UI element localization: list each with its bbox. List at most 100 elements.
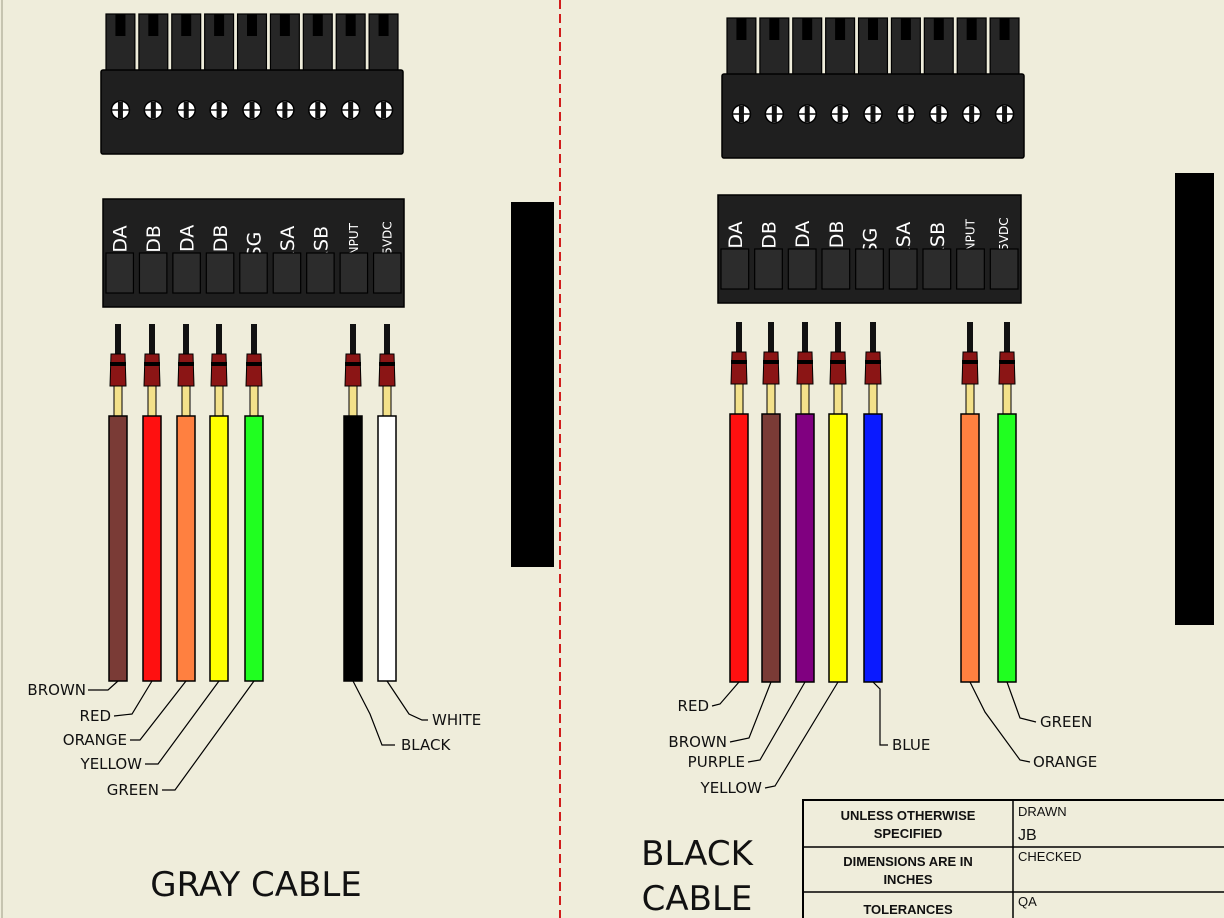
wire-sleeve [1002, 383, 1012, 415]
pin-socket [787, 248, 817, 290]
wire-pin [216, 324, 222, 354]
wire-sleeve [868, 383, 878, 415]
wire-sleeve [734, 383, 744, 415]
wire-label: GREEN [1040, 713, 1092, 731]
tb-checked-label: CHECKED [1018, 849, 1082, 864]
pin-label: SG [244, 232, 266, 259]
wire-ferrule [245, 353, 263, 387]
wire-insulation [244, 415, 264, 682]
wire-insulation [795, 413, 815, 683]
plug-slot [736, 18, 747, 40]
wire-sleeve [800, 383, 810, 415]
wire-pin [384, 324, 390, 354]
wire-sleeve [113, 385, 123, 417]
wire-sleeve [833, 383, 843, 415]
plug-slot [868, 18, 878, 40]
pin-socket [272, 252, 302, 294]
leader-line [764, 681, 839, 789]
wire-insulation [828, 413, 848, 683]
pin-socket [138, 252, 168, 294]
plug-slot [312, 14, 323, 36]
wire-pin [967, 322, 973, 352]
tb-qa-label: QA [1018, 894, 1037, 909]
leader-line [88, 680, 119, 691]
wire-ferrule [177, 353, 195, 387]
wire-label: PURPLE [688, 753, 745, 771]
tb-dimensions-line1: DIMENSIONS ARE IN [843, 854, 973, 869]
plug-slot [214, 14, 225, 36]
side-bar-right [1175, 173, 1214, 625]
wire-insulation [997, 413, 1017, 683]
leader-line [1006, 681, 1037, 723]
gray-cable-title: GRAY CABLE [150, 865, 362, 905]
tb-dimensions-line2: INCHES [883, 872, 932, 887]
pin-socket [172, 252, 201, 294]
pin-socket [855, 248, 884, 290]
wire-pin [183, 324, 189, 354]
wire-sleeve [382, 385, 392, 417]
plug-slot [900, 18, 911, 40]
wire-label: ORANGE [63, 731, 127, 749]
plug-slot [181, 14, 192, 36]
wire-ferrule [998, 351, 1016, 385]
leader-line [386, 680, 428, 721]
pin-socket [372, 252, 402, 294]
wire-label: WHITE [432, 711, 481, 729]
plug-slot [115, 14, 126, 36]
wire-pin [736, 322, 742, 352]
wire-insulation [960, 413, 980, 683]
wire-label: YELLOW [80, 755, 143, 773]
plug-slot [966, 18, 977, 40]
wire-pin [350, 324, 356, 354]
wire-ferrule [344, 353, 362, 387]
title-block: UNLESS OTHERWISE SPECIFIED DIMENSIONS AR… [802, 799, 1224, 918]
wire-sleeve [965, 383, 975, 415]
wire-sleeve [214, 385, 224, 417]
plug-slot [247, 14, 257, 36]
wire-pin [870, 322, 876, 352]
wire-pin [115, 324, 121, 354]
leader-line [711, 681, 740, 707]
black-terminal-block-plug [721, 17, 1025, 159]
wire-label: ORANGE [1033, 753, 1097, 771]
leader-line [145, 680, 220, 765]
pin-socket [956, 248, 985, 290]
wire-label: BROWN [668, 733, 727, 751]
wire-insulation [761, 413, 781, 683]
pin-socket [239, 252, 268, 294]
wire-ferrule [378, 353, 396, 387]
gray-wires [108, 324, 397, 682]
wire-sleeve [766, 383, 776, 415]
pin-socket [339, 252, 369, 294]
pin-socket [754, 248, 783, 290]
plug-slot [999, 18, 1010, 40]
plug-slot [933, 18, 944, 40]
wire-insulation [343, 415, 363, 682]
wire-pin [768, 322, 774, 352]
wire-pin [149, 324, 155, 354]
wire-label: YELLOW [700, 779, 763, 797]
wire-ferrule [864, 351, 882, 385]
tb-unless-line2: SPECIFIED [874, 826, 943, 841]
wire-ferrule [829, 351, 847, 385]
wire-label: RED [678, 697, 709, 715]
plug-slot [802, 18, 813, 40]
wire-pin [1004, 322, 1010, 352]
pin-socket [821, 248, 851, 290]
pin-socket [720, 248, 750, 290]
black-cable-title-line1: BLACK [641, 834, 754, 874]
wire-ferrule [730, 351, 748, 385]
leader-line [747, 681, 806, 763]
leader-line [130, 680, 187, 741]
wire-ferrule [210, 353, 228, 387]
wire-insulation [176, 415, 196, 682]
pin-socket [888, 248, 918, 290]
wire-pin [802, 322, 808, 352]
pin-socket [989, 248, 1019, 290]
pin-socket [922, 248, 952, 290]
wire-sleeve [181, 385, 191, 417]
